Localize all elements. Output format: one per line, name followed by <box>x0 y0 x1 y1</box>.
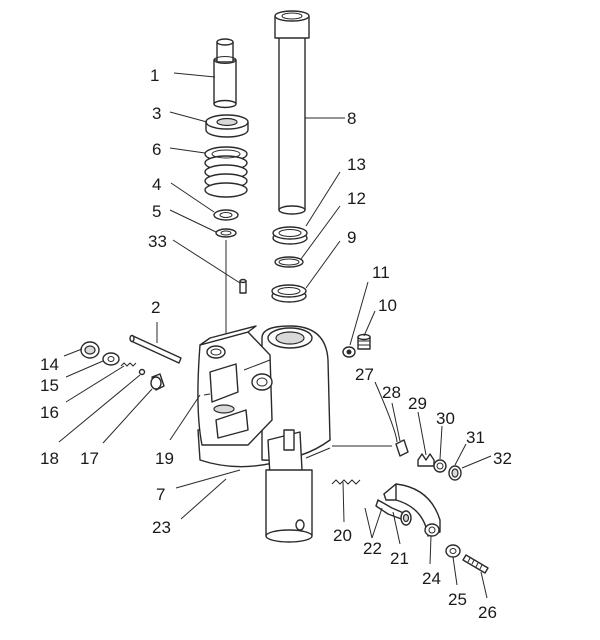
part-18-ball <box>138 368 146 376</box>
callout-18: 18 <box>40 449 59 468</box>
part-33-pin <box>239 278 247 294</box>
callout-5: 5 <box>152 202 161 221</box>
callout-3: 3 <box>152 104 161 123</box>
callout-28: 28 <box>382 383 401 402</box>
part-21-pin <box>375 499 412 526</box>
callout-4: 4 <box>152 175 161 194</box>
part-8-cylinder <box>274 10 310 215</box>
callout-22: 22 <box>363 539 382 558</box>
leader-lines <box>58 72 492 599</box>
callout-24: 24 <box>422 569 441 588</box>
callout-10: 10 <box>378 296 397 315</box>
part-1-pin <box>213 38 237 109</box>
callout-7: 7 <box>156 485 165 504</box>
callout-12: 12 <box>347 189 366 208</box>
part-17-bushing <box>150 373 165 391</box>
callout-27: 27 <box>355 365 374 384</box>
part-2-rod <box>129 334 182 364</box>
callout-13: 13 <box>347 155 366 174</box>
part-5-washer <box>215 228 237 238</box>
part-15-washer <box>102 352 120 366</box>
callout-15: 15 <box>40 376 59 395</box>
callout-8: 8 <box>347 109 356 128</box>
main-body <box>197 325 331 477</box>
part-13-ring <box>272 226 308 245</box>
callout-19: 19 <box>155 449 174 468</box>
callout-labels: 1 3 6 4 5 33 2 14 15 16 18 17 19 7 23 8 … <box>40 66 512 622</box>
callout-16: 16 <box>40 403 59 422</box>
part-12-o-ring <box>274 256 304 268</box>
part-11-nut <box>342 346 356 358</box>
callout-11: 11 <box>372 263 390 282</box>
part-9-ring <box>271 284 307 303</box>
part-6-spring <box>204 146 248 198</box>
callout-14: 14 <box>40 355 59 374</box>
part-29-spring <box>417 453 435 467</box>
part-14-plug <box>80 341 100 359</box>
callout-20: 20 <box>333 526 352 545</box>
part-30-ring <box>433 459 447 473</box>
callout-2: 2 <box>151 298 160 317</box>
part-10-screw <box>357 333 371 350</box>
part-24-lever <box>383 483 441 537</box>
callout-23: 23 <box>152 518 171 537</box>
callout-30: 30 <box>436 409 455 428</box>
callout-21: 21 <box>390 549 409 568</box>
callout-17: 17 <box>80 449 99 468</box>
part-3-collar <box>205 114 249 138</box>
lower-shaft <box>265 469 313 543</box>
callout-9: 9 <box>347 228 356 247</box>
part-20-spring <box>331 479 361 485</box>
callout-25: 25 <box>448 590 467 609</box>
part-31-32-cap <box>448 465 462 481</box>
callout-32: 32 <box>493 449 512 468</box>
callout-26: 26 <box>478 603 497 622</box>
part-27-28-pin <box>395 439 409 457</box>
part-4-washer <box>213 209 239 221</box>
callout-33: 33 <box>148 232 167 251</box>
callout-1: 1 <box>150 66 159 85</box>
part-25-washer <box>445 544 461 558</box>
callout-6: 6 <box>152 140 161 159</box>
part-16-spring <box>120 362 137 367</box>
callout-31: 31 <box>466 428 485 447</box>
part-26-screw <box>462 554 489 574</box>
callout-29: 29 <box>408 394 427 413</box>
